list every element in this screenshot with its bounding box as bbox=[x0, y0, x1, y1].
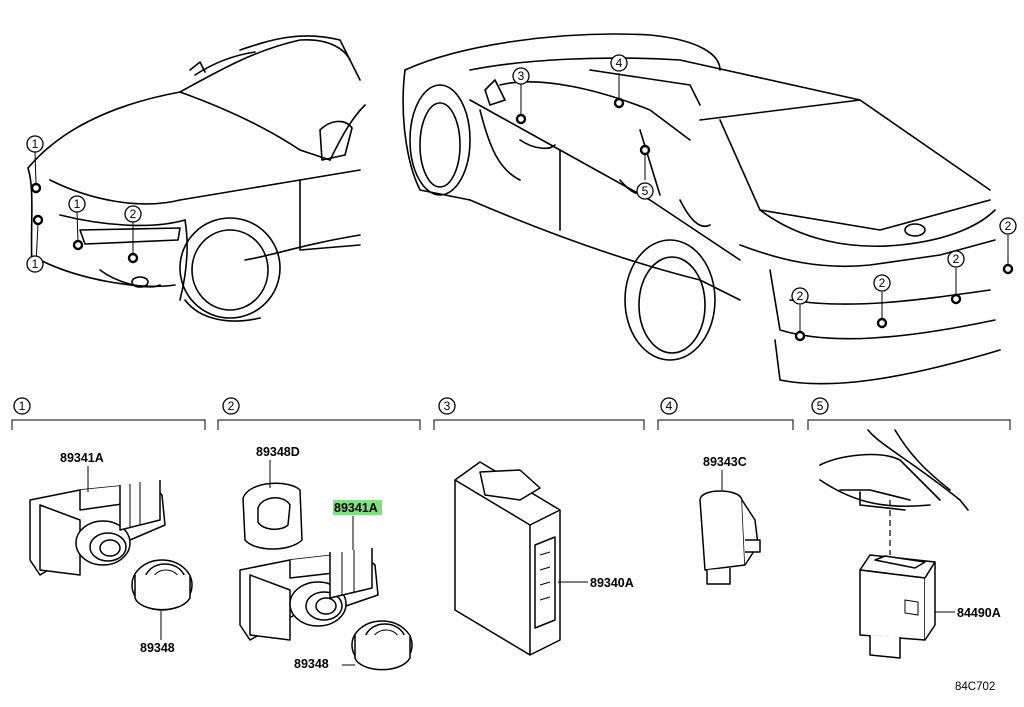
section-callout-4: 4 bbox=[660, 397, 678, 415]
svg-text:1: 1 bbox=[74, 197, 81, 211]
callout-2-rear-left: 2 bbox=[791, 287, 809, 305]
part-number-89341A-center[interactable]: 89341A bbox=[334, 501, 378, 515]
part-highlight bbox=[333, 500, 382, 515]
callout-2-rear-corner: 2 bbox=[999, 217, 1017, 235]
svg-text:5: 5 bbox=[642, 184, 649, 198]
svg-text:4: 4 bbox=[616, 56, 623, 70]
callout-3-cabin: 3 bbox=[512, 67, 530, 85]
panel-illustration bbox=[819, 429, 969, 555]
section-callout-1: 1 bbox=[13, 397, 31, 415]
svg-text:2: 2 bbox=[228, 399, 235, 413]
svg-text:1: 1 bbox=[32, 257, 39, 271]
svg-text:1: 1 bbox=[32, 137, 39, 151]
diagram-code: 84C702 bbox=[955, 681, 995, 693]
part-number-89341A-left: 89341A bbox=[60, 451, 104, 465]
switch-part-84490A bbox=[859, 554, 955, 659]
sensor-part-89341A-center bbox=[239, 548, 379, 641]
callout-1-front-mid: 1 bbox=[68, 195, 86, 213]
section-brackets bbox=[11, 419, 1011, 430]
svg-text:3: 3 bbox=[518, 69, 525, 83]
callout-1-front-lower: 1 bbox=[26, 255, 44, 273]
callout-4-cabin: 4 bbox=[610, 54, 628, 72]
callout-2-rear-center: 2 bbox=[873, 274, 891, 292]
grommet-part-89348-left bbox=[131, 559, 193, 611]
part-number-89348-center: 89348 bbox=[294, 657, 329, 671]
svg-text:4: 4 bbox=[666, 399, 673, 413]
part-number-89343C: 89343C bbox=[703, 455, 747, 469]
grommet-part-89348-center bbox=[351, 620, 413, 671]
sensor-part-89341A-left bbox=[29, 480, 166, 576]
svg-text:2: 2 bbox=[797, 289, 804, 303]
section-callout-5: 5 bbox=[811, 397, 829, 415]
section-callout-3: 3 bbox=[438, 397, 456, 415]
switch-part-89343C bbox=[699, 470, 761, 585]
svg-text:2: 2 bbox=[879, 276, 886, 290]
svg-text:2: 2 bbox=[1005, 219, 1012, 233]
svg-text:1: 1 bbox=[19, 399, 26, 413]
callout-1-front-upper: 1 bbox=[26, 135, 44, 153]
front-car-illustration bbox=[27, 35, 366, 322]
part-number-84490A: 84490A bbox=[957, 606, 1001, 620]
callout-2-front: 2 bbox=[124, 205, 142, 223]
rear-car-illustration bbox=[402, 33, 1014, 385]
part-number-89340A: 89340A bbox=[590, 576, 634, 590]
callout-2-rear-right: 2 bbox=[947, 250, 965, 268]
svg-text:2: 2 bbox=[953, 252, 960, 266]
part-number-89348D: 89348D bbox=[256, 445, 300, 459]
part-number-89348-left: 89348 bbox=[140, 641, 175, 655]
svg-text:3: 3 bbox=[444, 399, 451, 413]
ecu-part-89340A bbox=[454, 461, 588, 656]
svg-text:5: 5 bbox=[817, 399, 824, 413]
callout-5-cabin: 5 bbox=[636, 182, 654, 200]
section-callout-2: 2 bbox=[222, 397, 240, 415]
svg-text:2: 2 bbox=[130, 207, 137, 221]
retainer-part-89348D bbox=[242, 460, 303, 550]
